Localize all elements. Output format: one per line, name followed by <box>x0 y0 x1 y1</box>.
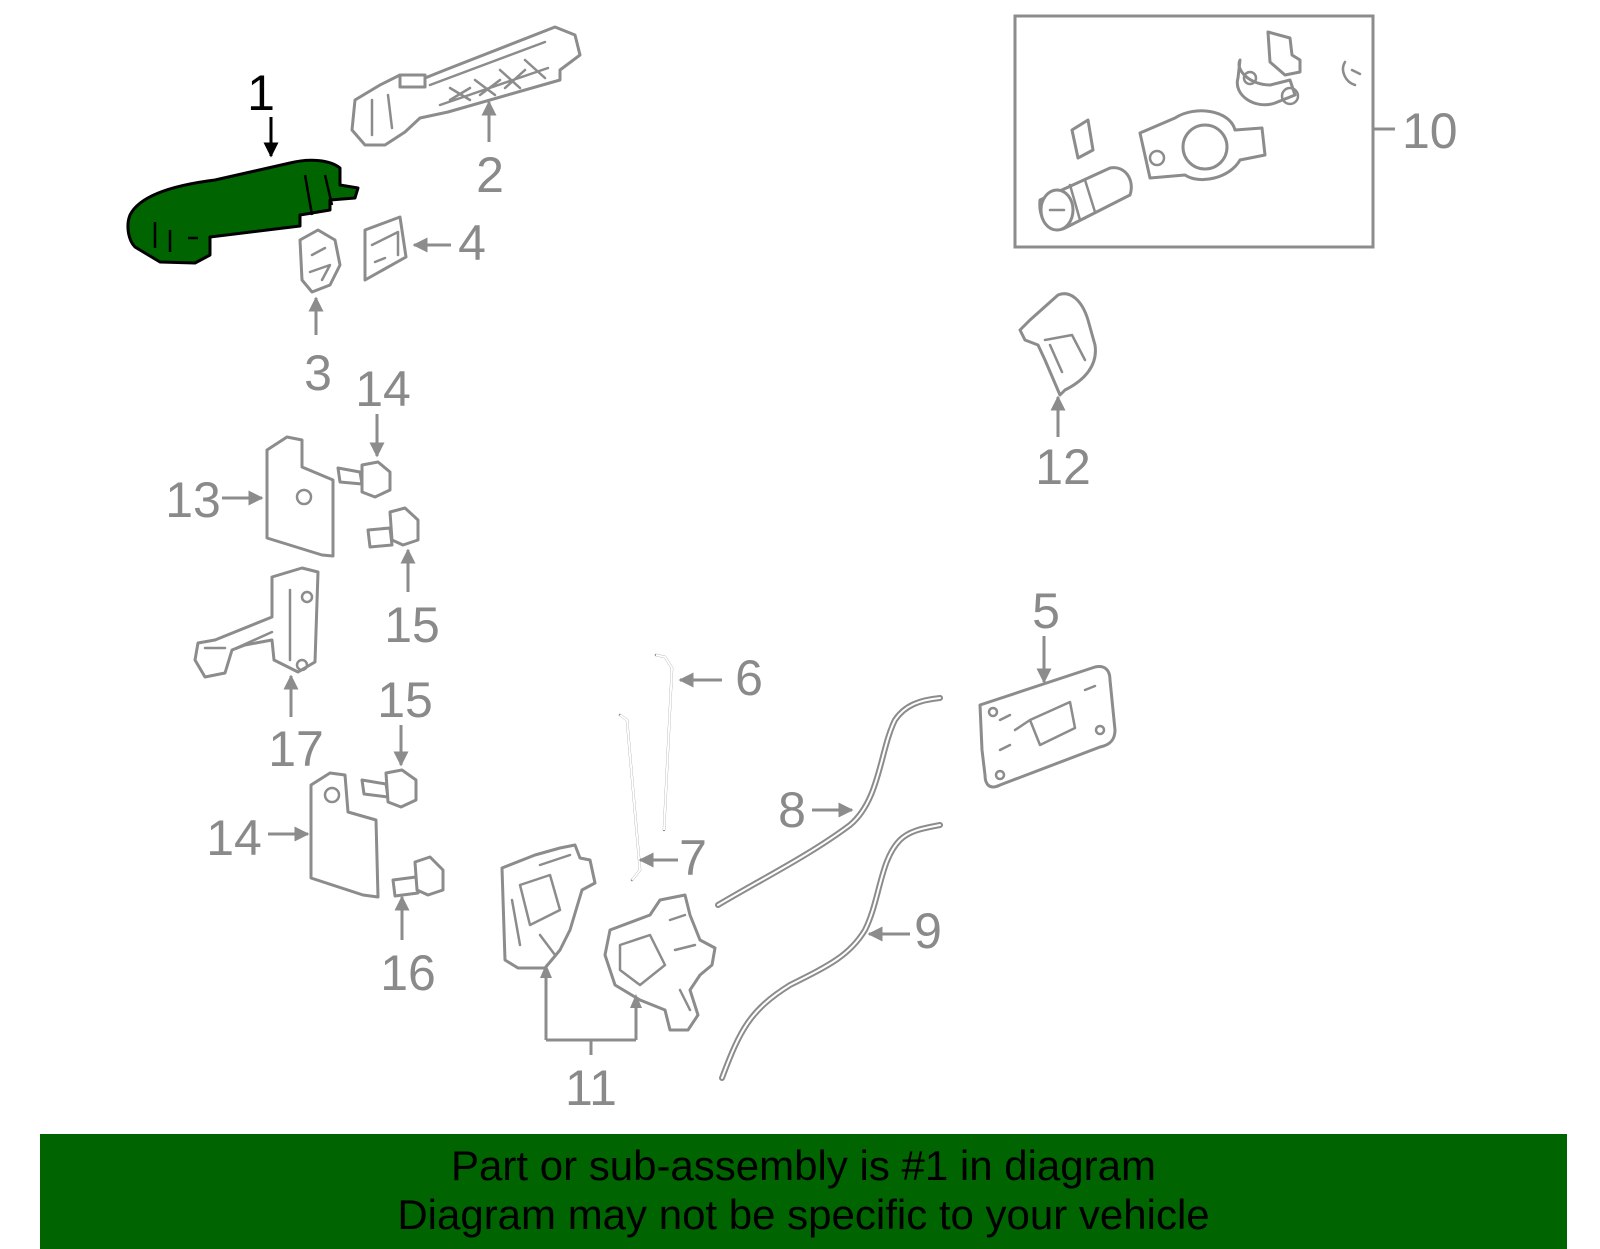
callout-15-lower: 15 <box>377 672 433 767</box>
part-11-latch-actuator <box>500 843 597 970</box>
callout-15-upper: 14 <box>355 361 411 458</box>
callout-1-label: 1 <box>247 65 275 121</box>
part-14-bracket <box>309 771 380 899</box>
callout-15-upper-label: 14 <box>355 361 411 417</box>
part-13-bracket <box>265 435 335 558</box>
callout-8-label: 8 <box>778 782 806 838</box>
callout-12-label: 12 <box>1035 439 1091 495</box>
callout-6-label: 6 <box>735 650 763 706</box>
banner-line-1: Part or sub-assembly is #1 in diagram <box>451 1142 1156 1189</box>
callout-11-arrowhead-right <box>630 994 642 1008</box>
part-9-cable <box>719 822 943 1081</box>
callout-10: 10 <box>1373 103 1458 159</box>
part-4-gasket <box>363 215 408 282</box>
callout-3: 3 <box>304 296 332 401</box>
callout-13-label: 13 <box>165 472 221 528</box>
callout-4: 4 <box>412 215 486 271</box>
callout-5: 5 <box>1032 583 1060 684</box>
callout-1: 1 <box>247 65 279 158</box>
callout-5-label: 5 <box>1032 583 1060 639</box>
part-16-screw-lower <box>391 855 445 898</box>
banner-line-2: Diagram may not be specific to your vehi… <box>397 1191 1210 1238</box>
callout-16-upper-label: 15 <box>384 597 440 653</box>
callout-12: 12 <box>1035 395 1091 495</box>
part-11-latch <box>603 893 717 1032</box>
callout-2-label: 2 <box>476 147 504 203</box>
callout-11: 11 <box>540 964 642 1116</box>
callout-8: 8 <box>778 782 854 838</box>
callout-9-label: 9 <box>914 903 942 959</box>
callout-14-label: 14 <box>206 810 262 866</box>
part-12-striker <box>1018 292 1097 397</box>
part-15-bolt-upper <box>336 460 392 499</box>
info-banner: Part or sub-assembly is #1 in diagram Di… <box>40 1134 1567 1249</box>
callout-9: 9 <box>867 903 942 959</box>
callout-16-upper: 15 <box>384 548 440 653</box>
callout-7-label: 7 <box>679 830 707 886</box>
part-3-cap <box>298 228 342 294</box>
callout-14: 14 <box>206 810 310 866</box>
callout-6: 6 <box>678 650 763 706</box>
part-8-cable <box>715 695 943 908</box>
callout-16-lower-label: 16 <box>380 945 436 1001</box>
callout-17: 17 <box>268 674 324 777</box>
callout-11-leader <box>544 970 638 1055</box>
part-15-bolt-lower <box>360 768 418 809</box>
callout-17-label: 17 <box>268 721 324 777</box>
part-10-lock-cylinder-kit <box>1013 14 1375 249</box>
callout-11-arrowhead-left <box>540 964 552 978</box>
callout-13: 13 <box>165 472 264 528</box>
part-2-handle-frame <box>350 25 582 147</box>
part-7-rod <box>618 713 642 882</box>
callout-3-label: 3 <box>304 345 332 401</box>
callout-4-label: 4 <box>458 215 486 271</box>
part-6-lock-rod <box>654 653 674 832</box>
callout-16-lower: 16 <box>380 895 436 1001</box>
part-1-outside-handle[interactable] <box>126 158 360 265</box>
callout-15-lower-label: 15 <box>377 672 433 728</box>
callout-2: 2 <box>476 100 504 203</box>
part-16-screw-upper <box>366 506 420 549</box>
part-17-check-arm <box>193 566 320 679</box>
callout-7: 7 <box>638 830 707 886</box>
part-5-inside-handle <box>978 665 1117 789</box>
callout-10-label: 10 <box>1402 103 1458 159</box>
callout-11-label: 11 <box>565 1060 617 1116</box>
